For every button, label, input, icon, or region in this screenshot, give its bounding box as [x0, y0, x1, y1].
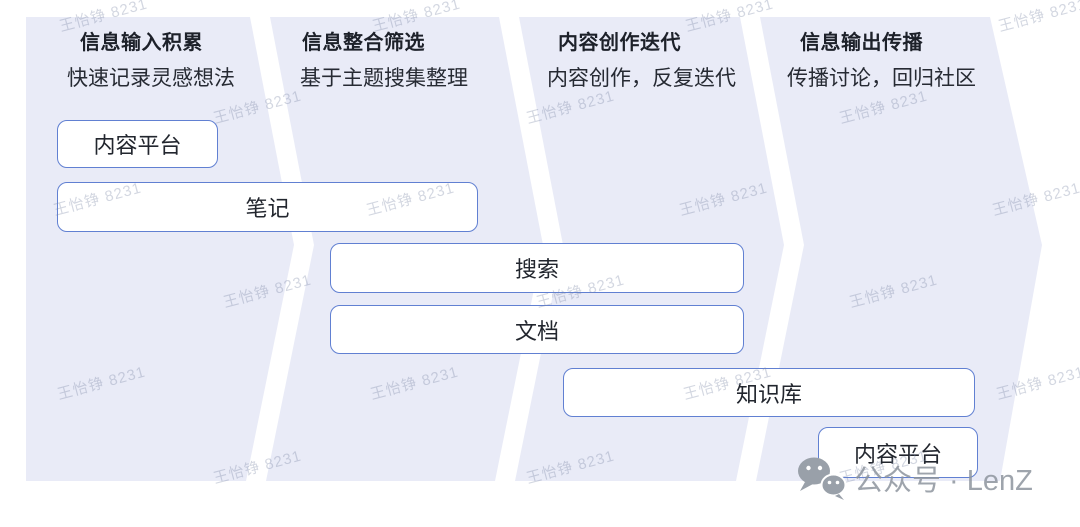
bar-content-platform-input: 内容平台: [57, 120, 218, 168]
bar-knowledge-base: 知识库: [563, 368, 975, 417]
footer-credit: 公众号 · LenZ: [797, 456, 1033, 500]
wechat-icon: [798, 457, 847, 500]
bar-notes: 笔记: [57, 182, 478, 232]
bar-documents: 文档: [330, 305, 744, 354]
phase-subtitle-1: 快速记录灵感想法: [67, 67, 235, 90]
phase-title-2: 信息整合筛选: [302, 32, 425, 54]
bar-content-platform-output: 内容平台: [818, 427, 978, 478]
phase-subtitle-2: 基于主题搜集整理: [300, 67, 468, 90]
phase-subtitle-3: 内容创作，反复迭代: [547, 67, 736, 90]
bar-label: 内容平台: [853, 441, 942, 467]
phase-subtitle-4: 传播讨论，回归社区: [787, 67, 976, 90]
bar-label: 内容平台: [93, 133, 182, 158]
footer-text: 公众号 · LenZ: [854, 465, 1033, 497]
phase-title-3: 内容创作迭代: [558, 32, 681, 54]
bar-label: 笔记: [245, 196, 290, 221]
bar-label: 知识库: [735, 381, 802, 407]
phase-title-1: 信息输入积累: [80, 32, 203, 54]
bar-label: 搜索: [514, 257, 559, 282]
bar-label: 文档: [514, 318, 559, 344]
bar-search: 搜索: [330, 243, 744, 293]
watermark-text: 王怡铮 8231: [996, 0, 1080, 36]
phase-title-4: 信息输出传播: [800, 32, 923, 54]
